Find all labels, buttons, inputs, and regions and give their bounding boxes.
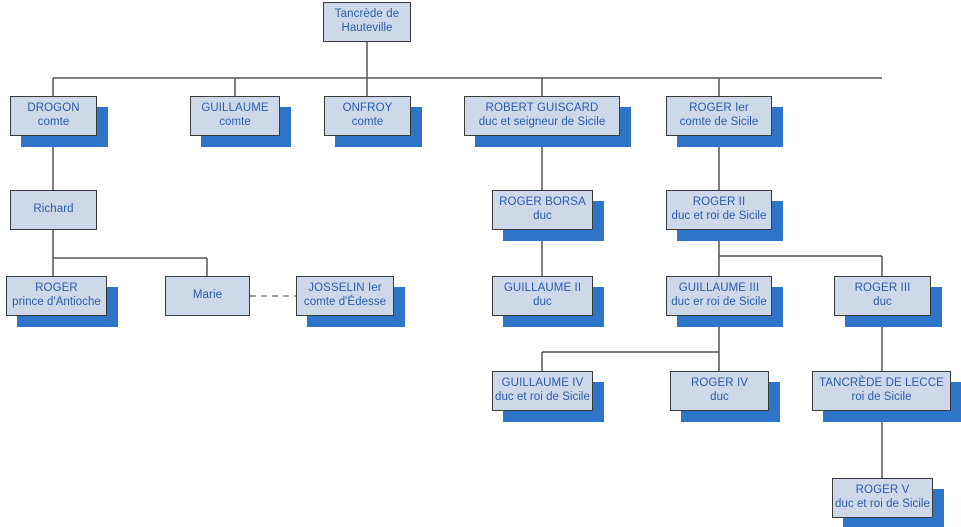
node-name-roger2: ROGER II	[692, 196, 746, 209]
node-name-josselin: JOSSELIN Ier	[308, 282, 382, 295]
node-name-richard: Richard	[33, 203, 74, 216]
node-title-roger1: comte de Sicile	[679, 116, 759, 128]
node-title-roger4: duc	[710, 391, 729, 403]
node-name-guillaume4: GUILLAUME IV	[501, 377, 584, 390]
node-name-robert: ROBERT GUISCARD	[485, 102, 599, 115]
node-name-marie: Marie	[192, 289, 223, 302]
node-title-tancredelecce: roi de Sicile	[851, 391, 912, 403]
node-title-roger2: duc et roi de Sicile	[671, 210, 767, 222]
node-marie[interactable]: Marie	[165, 276, 250, 316]
node-title-robert: duc et seigneur de Sicile	[478, 116, 606, 128]
connector-roger2-bus	[718, 230, 883, 276]
node-name-tancredelecce: TANCRÈDE DE LECCE	[819, 377, 944, 390]
node-title-guillaume: comte	[219, 116, 251, 128]
node-name-onfroy: ONFROY	[342, 102, 393, 115]
node-name-roger4: ROGER IV	[690, 377, 749, 390]
connector-richard-bus	[52, 230, 208, 276]
node-title-josselin: comte d'Édesse	[303, 296, 387, 308]
node-name-drogon: DROGON	[27, 102, 80, 115]
node-title-drogon: comte	[37, 116, 70, 128]
node-title-tancrede: Hauteville	[341, 22, 393, 34]
node-name-guillaume2: GUILLAUME II	[503, 282, 582, 295]
node-title-guillaume4: duc et roi de Sicile	[495, 391, 590, 403]
node-name-guillaume3: GUILLAUME III	[678, 282, 760, 295]
node-richard[interactable]: Richard	[10, 190, 97, 230]
node-title-guillaume3: duc er roi de Sicile	[671, 296, 767, 308]
node-name-tancrede: Tancrède de	[334, 8, 400, 21]
node-title-roger5: duc et roi de Sicile	[835, 498, 930, 510]
node-title-rogerant: prince d'Antioche	[12, 296, 101, 308]
node-title-onfroy: comte	[351, 116, 384, 128]
node-title-guillaume2: duc	[533, 296, 552, 308]
node-title-rogerborsa: duc	[533, 210, 552, 222]
node-name-roger3: ROGER III	[854, 282, 911, 295]
node-title-roger3: duc	[873, 296, 892, 308]
node-name-guillaume: GUILLAUME	[201, 102, 269, 115]
connector-tancrede-bus	[52, 42, 882, 96]
node-name-roger1: ROGER Ier	[689, 102, 749, 115]
connector-g3-bus	[541, 316, 720, 371]
node-name-rogerborsa: ROGER BORSA	[499, 196, 586, 209]
node-name-rogerant: ROGER	[35, 282, 78, 295]
node-name-roger5: ROGER V	[855, 484, 910, 497]
